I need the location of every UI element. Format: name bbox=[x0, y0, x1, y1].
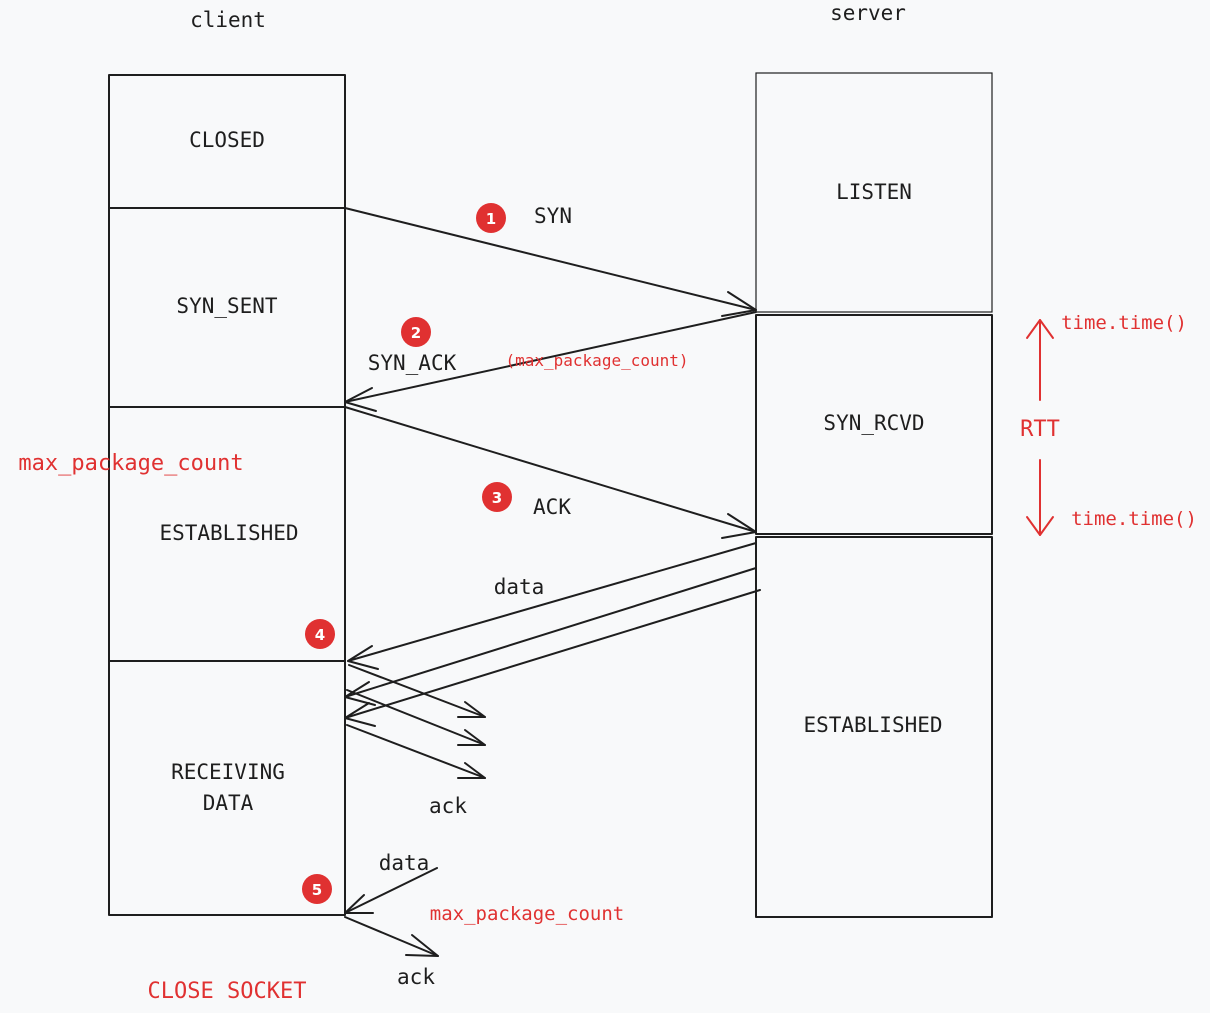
final-ack-label: ack bbox=[397, 965, 435, 989]
server-state-established-box bbox=[755, 536, 993, 918]
server-state-listen-box bbox=[755, 72, 993, 313]
client-max-package-count-note: max_package_count bbox=[18, 451, 243, 476]
client-state-receiving-line2: DATA bbox=[203, 791, 254, 815]
rtt-label: RTT bbox=[1020, 417, 1060, 442]
server-state-syn-rcvd: SYN_RCVD bbox=[823, 411, 924, 435]
svg-text:1: 1 bbox=[486, 210, 496, 228]
final-max-package-count-note: max_package_count bbox=[430, 903, 624, 925]
syn-label: SYN bbox=[534, 204, 572, 228]
client-state-column: CLOSED SYN_SENT ESTABLISHED RECEIVING DA… bbox=[108, 74, 346, 916]
server-state-syn-rcvd-box bbox=[755, 314, 993, 535]
data-badge: 4 bbox=[305, 619, 335, 649]
svg-text:4: 4 bbox=[315, 626, 325, 644]
syn-ack-badge: 2 bbox=[401, 317, 431, 347]
rtt-up-arrow bbox=[1026, 319, 1054, 401]
server-state-established: ESTABLISHED bbox=[803, 713, 942, 737]
rtt-down-arrow bbox=[1026, 459, 1054, 536]
syn-badge: 1 bbox=[476, 203, 506, 233]
ack-badge: 3 bbox=[482, 482, 512, 512]
svg-text:3: 3 bbox=[492, 489, 502, 507]
server-state-listen: LISTEN bbox=[836, 180, 912, 204]
client-state-established: ESTABLISHED bbox=[159, 521, 298, 545]
data-label: data bbox=[494, 575, 545, 599]
client-lane-label: client bbox=[190, 8, 266, 32]
syn-ack-note: (max_package_count) bbox=[505, 351, 688, 370]
server-lane-label: server bbox=[830, 1, 906, 25]
close-badge: 5 bbox=[302, 874, 332, 904]
final-data-arrow bbox=[344, 867, 438, 914]
client-state-syn-sent: SYN_SENT bbox=[176, 294, 278, 318]
server-state-column: LISTEN SYN_RCVD ESTABLISHED bbox=[755, 72, 993, 918]
rtt-time-top: time.time() bbox=[1061, 312, 1187, 334]
syn-arrow bbox=[344, 207, 757, 317]
rtt-time-bottom: time.time() bbox=[1071, 508, 1197, 530]
ack-small-arrows bbox=[346, 664, 486, 779]
final-ack-arrow bbox=[344, 916, 439, 957]
ack-label: ACK bbox=[533, 495, 571, 519]
client-state-receiving-line1: RECEIVING bbox=[171, 760, 285, 784]
svg-text:2: 2 bbox=[411, 324, 421, 342]
svg-text:5: 5 bbox=[312, 881, 322, 899]
ack-small-label: ack bbox=[429, 794, 467, 818]
client-state-receiving-box bbox=[108, 660, 346, 916]
close-socket-label: CLOSE SOCKET bbox=[148, 979, 307, 1004]
ack-arrow bbox=[344, 406, 757, 539]
client-state-closed: CLOSED bbox=[189, 128, 265, 152]
data-arrows bbox=[344, 542, 761, 727]
final-data-label: data bbox=[379, 851, 430, 875]
syn-ack-arrow bbox=[344, 311, 757, 412]
syn-ack-label: SYN_ACK bbox=[368, 351, 457, 375]
